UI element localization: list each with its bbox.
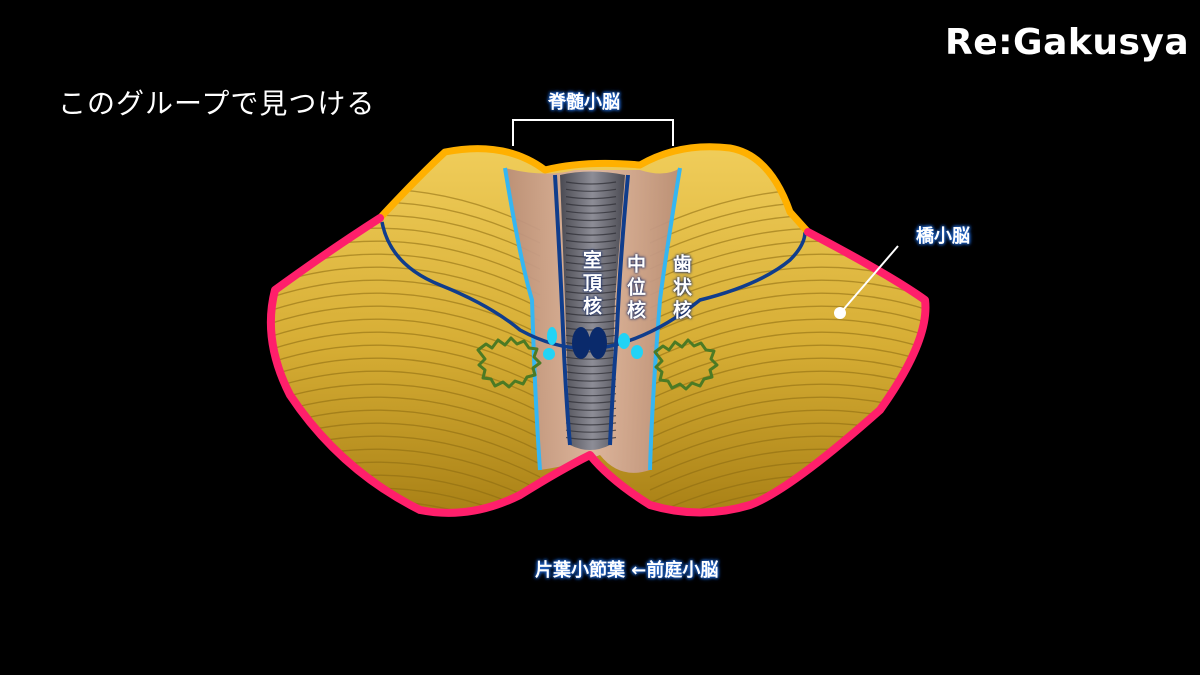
pontocerebellum-pointer [842, 245, 899, 311]
folium-line [270, 279, 541, 322]
ventricle-ridge [565, 188, 617, 192]
brand-logo: Re:Gakusya [945, 22, 1190, 63]
pontocerebellum-pointer-dot [834, 307, 846, 319]
ventricle-ridge [565, 217, 617, 222]
ventricle-ridge [565, 305, 617, 309]
ventricle-ridge [565, 181, 617, 185]
spinocerebellum-border [503, 167, 542, 471]
folium-line [270, 344, 541, 387]
folium-line [649, 331, 926, 374]
folium-line [649, 318, 926, 361]
ventricle-ridge [565, 371, 617, 375]
folium-line [270, 383, 541, 426]
interposed-nucleus-label: 中位核 [624, 254, 646, 323]
folium-line [650, 514, 940, 555]
vermis-inner-border-right [608, 174, 630, 446]
dentate-nucleus-right [653, 338, 719, 391]
ventricle-ridge [565, 356, 617, 360]
ventricle-ridge [565, 349, 617, 353]
ventricle-ridge [565, 269, 617, 273]
ventricle-ridge [565, 276, 617, 280]
ventricle-ridge [565, 320, 617, 324]
ventricle-ridge [565, 290, 617, 295]
interposed-nucleus-right-1 [618, 333, 630, 349]
ventricle-ridge [565, 298, 617, 302]
fastigial-nucleus-left [572, 327, 590, 359]
ventricle-ridge [565, 196, 617, 200]
slide-heading: このグループで見つける [58, 87, 376, 120]
dentate-nucleus-left [476, 336, 542, 389]
pontocerebellum-label: 橋小脳 [916, 226, 970, 247]
vestibulocerebellum-label: 片葉小節葉 ←前庭小脳 [535, 560, 719, 581]
folium-line [270, 305, 541, 348]
ventricle-ridge [565, 203, 617, 207]
folium-line [649, 305, 926, 348]
spinocerebellum-bracket [512, 119, 674, 146]
ventricle-ridge [565, 210, 617, 214]
spinocerebellum-outline [376, 143, 812, 236]
interposed-nucleus-right-2 [631, 345, 643, 359]
ventricle-ridge [565, 327, 617, 331]
folium-line [270, 331, 541, 374]
ventricle-ridge [565, 239, 617, 243]
folium-line [270, 370, 541, 413]
ventricle-ridge [565, 225, 617, 229]
spinocerebellum-label: 脊髄小脳 [548, 92, 620, 113]
pontocerebellum-outline [266, 214, 930, 517]
fastigial-nucleus-right [589, 327, 607, 359]
fastigial-nucleus-label: 室頂核 [580, 250, 602, 319]
ventricle-ridge [565, 363, 617, 368]
folium-line [649, 292, 926, 335]
ventricle-ridge [565, 283, 617, 287]
interposed-nucleus-left-1 [547, 327, 557, 345]
ventricle-ridge [565, 312, 617, 316]
spinocerebellum-border-right [648, 167, 682, 471]
folium-line [260, 514, 540, 555]
ventricle-ridge [565, 247, 617, 251]
vermis-inner-border-left [553, 174, 572, 446]
ventricle-ridge [565, 232, 617, 236]
dentate-nucleus-label: 歯状核 [670, 254, 692, 323]
ventricle-ridge [565, 261, 617, 265]
folium-line [649, 344, 926, 387]
interposed-nucleus-left-2 [543, 348, 555, 360]
ventricle-ridge [565, 254, 617, 258]
